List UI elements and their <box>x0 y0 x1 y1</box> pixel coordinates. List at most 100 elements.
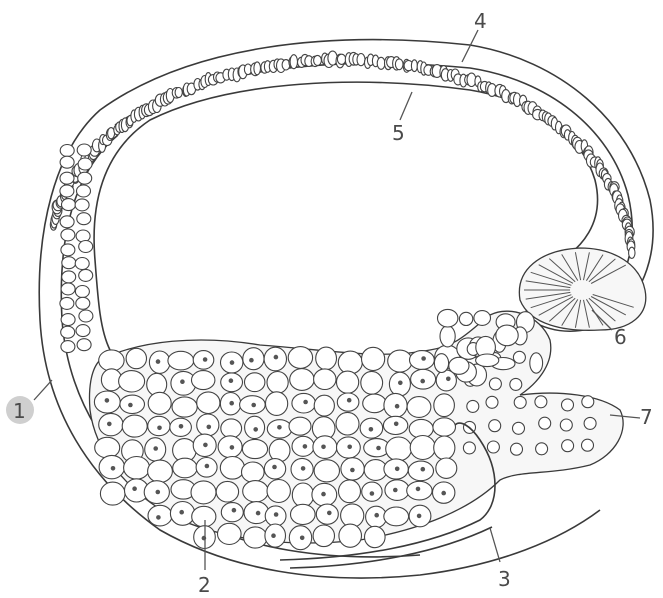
yolk-cell <box>436 458 457 478</box>
yolk-cell <box>314 460 339 482</box>
yolk-cell <box>362 347 385 370</box>
yolk-cell <box>339 524 362 547</box>
yolk-cell <box>434 436 455 460</box>
yolk-cell <box>218 523 242 544</box>
yolk-cell <box>267 372 288 394</box>
yolk-cell <box>99 350 124 371</box>
cell-nucleus <box>327 511 332 516</box>
yolk-cell <box>513 351 525 363</box>
yolk-cell <box>267 480 290 503</box>
yolk-cell <box>463 442 475 454</box>
yolk-cell <box>291 504 316 524</box>
yolk-cell <box>245 373 265 392</box>
yolk-cell <box>244 527 267 548</box>
cell-nucleus <box>271 533 276 538</box>
limb-cell <box>61 326 75 338</box>
yolk-cell <box>126 348 146 368</box>
cell-nucleus <box>230 360 235 365</box>
limb-cell <box>77 144 91 156</box>
yolk-cell <box>486 396 498 408</box>
cell-nucleus <box>256 511 261 516</box>
cell-nucleus <box>321 492 326 497</box>
yolk-cell <box>584 417 596 429</box>
yolk-cell <box>192 506 216 527</box>
cell-nucleus <box>105 398 110 403</box>
yolk-cell <box>316 504 338 524</box>
cell-nucleus <box>107 422 112 427</box>
cell-nucleus <box>421 467 426 472</box>
cell-nucleus <box>132 486 137 491</box>
yolk-cell <box>316 347 337 370</box>
cell-nucleus <box>156 359 161 364</box>
yolk-cell <box>192 371 215 390</box>
cell-nucleus <box>249 358 254 363</box>
limb-cell <box>78 172 92 184</box>
cluster-cell <box>438 309 458 327</box>
label-6: 6 <box>614 325 627 349</box>
cell-nucleus <box>229 378 234 383</box>
yolk-cell <box>292 483 313 507</box>
yolk-cell <box>290 369 314 391</box>
yolk-cell <box>514 396 526 408</box>
cell-nucleus <box>350 468 355 473</box>
cell-nucleus <box>203 357 208 362</box>
limb-cell <box>62 199 76 211</box>
limb-cell <box>60 156 74 168</box>
cell-nucleus <box>203 443 208 448</box>
yolk-cell <box>363 394 386 413</box>
limb-cell <box>79 310 93 322</box>
limb-cell <box>62 271 76 283</box>
limb-cell <box>75 286 89 298</box>
yolk-cell <box>221 503 243 522</box>
yolk-cell <box>511 443 523 455</box>
cell-nucleus <box>274 355 279 360</box>
limb-cell <box>60 297 74 309</box>
cell-nucleus <box>179 424 184 429</box>
limb-cell <box>60 185 74 197</box>
yolk-cell <box>95 437 120 458</box>
yolk-cell <box>489 420 501 432</box>
yolk-cell <box>119 371 145 392</box>
yolk-cell <box>562 399 574 411</box>
yolk-cell <box>433 418 456 436</box>
cell-nucleus <box>303 400 308 405</box>
arc-cell <box>337 54 345 64</box>
yolk-cell <box>560 419 572 431</box>
yolk-cell <box>168 351 194 370</box>
cell-nucleus <box>157 426 162 431</box>
cell-nucleus <box>272 465 277 470</box>
cell-nucleus <box>421 356 426 361</box>
yolk-cell <box>289 417 311 435</box>
label-4: 4 <box>474 9 487 33</box>
arc-cell <box>377 57 385 69</box>
limb-cell <box>61 314 75 326</box>
yolk-cell <box>148 505 172 526</box>
arc-cell <box>290 55 297 69</box>
cell-nucleus <box>207 425 212 430</box>
cell-nucleus <box>441 491 446 496</box>
leader-line-5 <box>400 92 412 120</box>
yolk-cell <box>314 395 334 416</box>
cell-nucleus <box>128 403 133 408</box>
cell-nucleus <box>156 515 161 520</box>
cluster-cell <box>530 353 543 373</box>
limb-cell <box>76 325 90 337</box>
yolk-cell <box>539 417 551 429</box>
yolk-cell <box>339 480 361 503</box>
yolk-cell <box>197 392 220 414</box>
yolk-cell <box>220 457 244 480</box>
leader-line-1 <box>34 380 52 400</box>
yolk-cell <box>148 460 173 482</box>
yolk-cell <box>173 458 197 478</box>
label-1: 1 <box>13 399 26 423</box>
cell-nucleus <box>420 379 425 384</box>
yolk-cell <box>313 525 334 547</box>
cluster-cell <box>476 354 499 367</box>
cell-nucleus <box>205 464 210 469</box>
yolk-cell <box>242 462 265 482</box>
limb-cell <box>79 269 93 281</box>
yolk-cell <box>338 351 362 374</box>
yolk-cell <box>242 439 267 458</box>
yolk-cell <box>489 378 501 390</box>
yolk-cell <box>535 396 547 408</box>
